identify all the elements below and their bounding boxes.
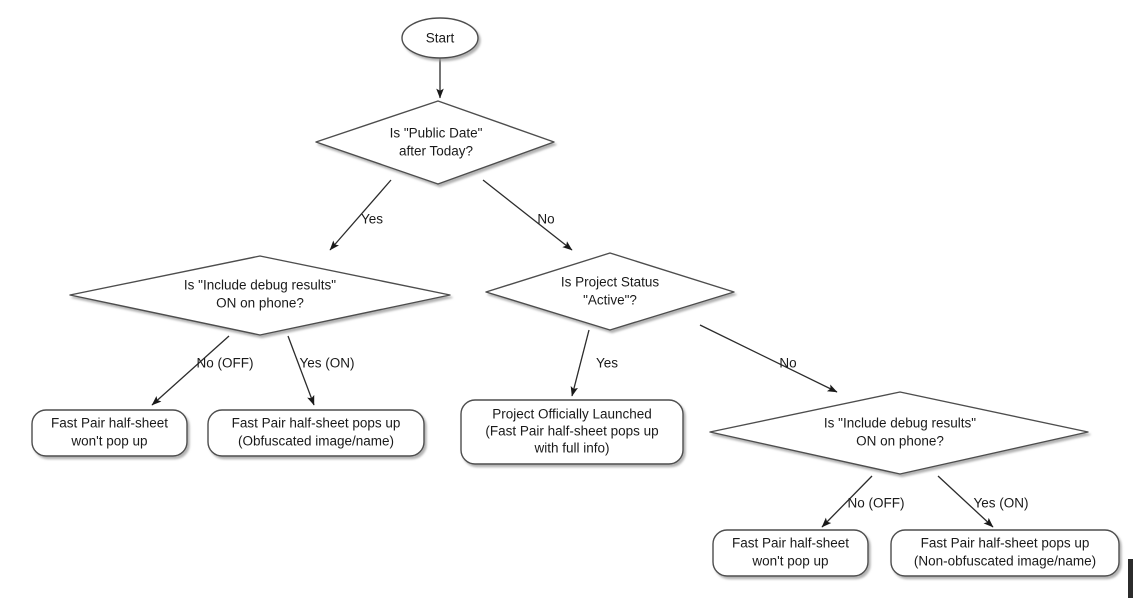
node-terminal-obfuscated-line1: Fast Pair half-sheet pops up xyxy=(232,416,401,431)
edge-label-public-date-no: No xyxy=(537,212,554,227)
edge-public-date-yes xyxy=(329,179,392,251)
node-decision-debug-right-line2: ON on phone? xyxy=(856,434,944,449)
edge-debug-right-yes xyxy=(937,475,994,528)
node-decision-project-status[interactable]: Is Project Status "Active"? xyxy=(485,252,735,331)
edge-debug-left-yes xyxy=(287,335,315,406)
edge-label-project-status-yes: Yes xyxy=(596,356,618,371)
edge-label-debug-right-no: No (OFF) xyxy=(848,496,905,511)
node-terminal-right-wont-pop-up[interactable]: Fast Pair half-sheet won't pop up xyxy=(712,529,869,577)
node-decision-project-status-line1: Is Project Status xyxy=(561,275,660,290)
node-decision-public-date-line1: Is "Public Date" xyxy=(390,126,483,141)
node-start[interactable]: Start xyxy=(401,17,479,59)
edge-public-date-no xyxy=(482,179,573,251)
node-terminal-left-wont-pop-up-line2: won't pop up xyxy=(70,434,147,449)
node-terminal-right-wont-pop-up-line2: won't pop up xyxy=(751,554,828,569)
node-decision-debug-right[interactable]: Is "Include debug results" ON on phone? xyxy=(709,391,1089,475)
node-decision-debug-left-line1: Is "Include debug results" xyxy=(184,278,336,293)
node-decision-project-status-line2: "Active"? xyxy=(583,293,637,308)
node-terminal-project-launched[interactable]: Project Officially Launched (Fast Pair h… xyxy=(460,399,684,465)
node-terminal-project-launched-line3: with full info) xyxy=(533,441,609,456)
edge-label-project-status-no: No xyxy=(779,356,796,371)
node-terminal-right-wont-pop-up-line1: Fast Pair half-sheet xyxy=(732,536,849,551)
edge-label-public-date-yes: Yes xyxy=(361,212,383,227)
edge-project-status-yes xyxy=(570,329,590,397)
edge-debug-right-no xyxy=(821,475,873,528)
node-terminal-left-wont-pop-up[interactable]: Fast Pair half-sheet won't pop up xyxy=(31,409,188,457)
node-decision-debug-left-line2: ON on phone? xyxy=(216,296,304,311)
edge-label-debug-left-yes: Yes (ON) xyxy=(299,356,354,371)
node-terminal-project-launched-line2: (Fast Pair half-sheet pops up xyxy=(485,424,658,439)
edge-debug-left-no xyxy=(151,335,230,406)
node-terminal-left-wont-pop-up-line1: Fast Pair half-sheet xyxy=(51,416,168,431)
node-terminal-obfuscated[interactable]: Fast Pair half-sheet pops up (Obfuscated… xyxy=(207,409,425,457)
node-terminal-non-obfuscated-line1: Fast Pair half-sheet pops up xyxy=(921,536,1090,551)
node-terminal-project-launched-line1: Project Officially Launched xyxy=(492,407,652,422)
node-decision-debug-right-line1: Is "Include debug results" xyxy=(824,416,976,431)
edge-label-debug-left-no: No (OFF) xyxy=(197,356,254,371)
edge-project-status-no xyxy=(699,324,838,393)
node-start-label: Start xyxy=(426,31,455,46)
edge-labels-layer: Yes No No (OFF) Yes (ON) Yes No No (OFF)… xyxy=(197,212,1029,511)
text-cursor-artifact xyxy=(1128,559,1133,598)
edges-layer xyxy=(151,58,994,528)
node-decision-public-date[interactable]: Is "Public Date" after Today? xyxy=(315,100,555,185)
node-decision-debug-left[interactable]: Is "Include debug results" ON on phone? xyxy=(69,255,451,336)
node-decision-public-date-line2: after Today? xyxy=(399,144,473,159)
node-terminal-non-obfuscated-line2: (Non-obfuscated image/name) xyxy=(914,554,1096,569)
node-terminal-obfuscated-line2: (Obfuscated image/name) xyxy=(238,434,394,449)
node-terminal-non-obfuscated[interactable]: Fast Pair half-sheet pops up (Non-obfusc… xyxy=(890,529,1120,577)
edge-label-debug-right-yes: Yes (ON) xyxy=(973,496,1028,511)
